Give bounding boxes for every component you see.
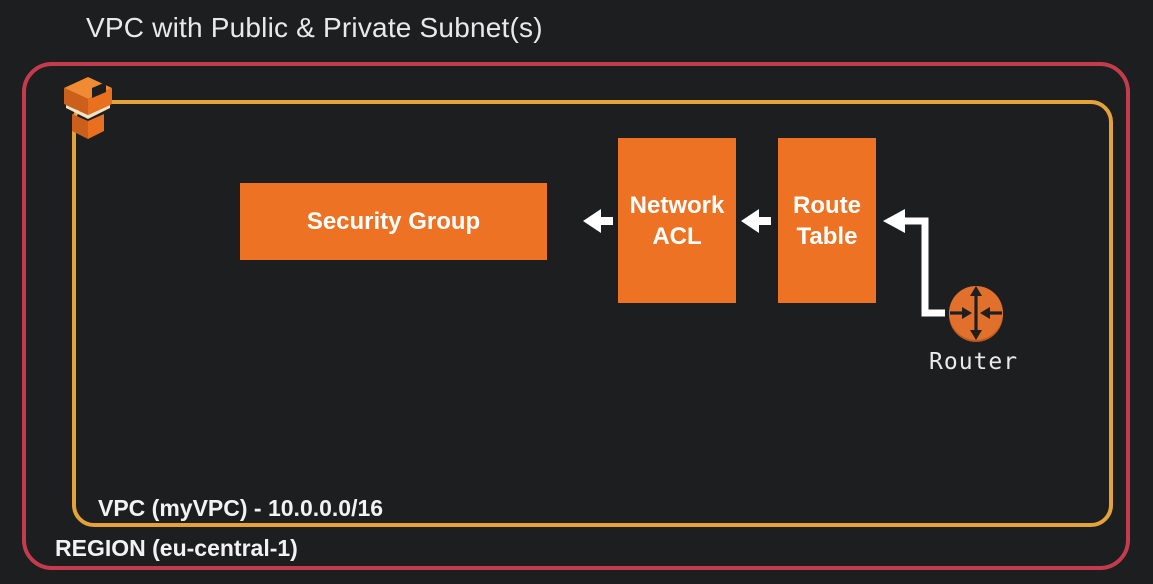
security-group-label: Security Group bbox=[306, 208, 481, 235]
node-network-acl: Network ACL bbox=[618, 138, 736, 303]
route-table-label: Route Table bbox=[793, 191, 861, 250]
region-boundary bbox=[22, 62, 1130, 570]
node-route-table: Route Table bbox=[778, 138, 876, 303]
router-icon bbox=[949, 286, 1003, 342]
router-label: Router bbox=[929, 349, 1019, 375]
region-boundary-label: REGION (eu-central-1) bbox=[55, 535, 298, 561]
vpc-boundary bbox=[72, 100, 1113, 527]
network-acl-label: Network ACL bbox=[629, 191, 725, 250]
vpc-boundary-label: VPC (myVPC) - 10.0.0.0/16 bbox=[98, 495, 384, 521]
node-security-group: Security Group bbox=[240, 183, 547, 260]
diagram-title: VPC with Public & Private Subnet(s) bbox=[86, 12, 543, 43]
vpc-icon bbox=[64, 77, 112, 139]
